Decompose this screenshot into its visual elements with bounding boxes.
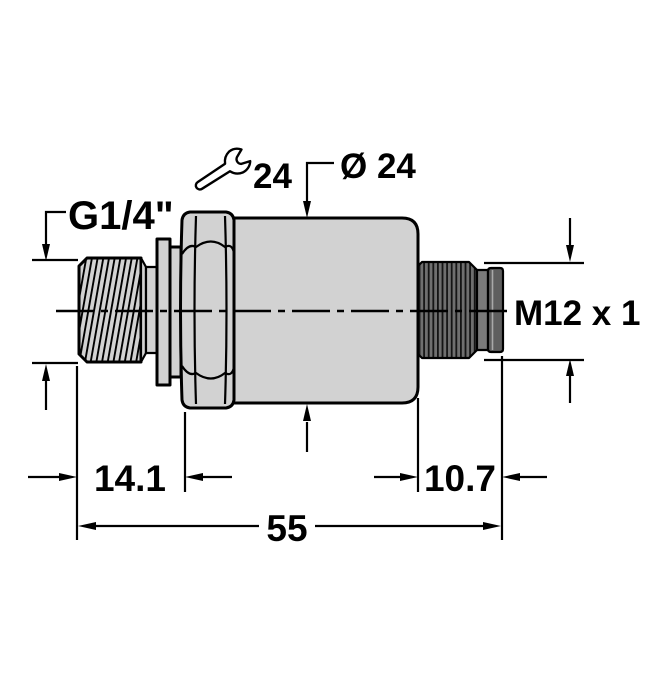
dim-body-diameter: [303, 161, 334, 452]
dim-connector-diameter: [484, 218, 584, 403]
dim-lengths: [28, 356, 547, 540]
dim-process-thread: [32, 210, 78, 410]
label-diameter: Ø 24: [340, 147, 416, 186]
dim-total-length-text: 55: [266, 508, 307, 549]
dim-thread-length-text: 14.1: [94, 458, 166, 499]
process-thread: [77, 256, 148, 364]
label-wrench-size: 24: [253, 157, 292, 196]
wrench-icon: [194, 147, 252, 191]
label-process-thread: G1/4": [68, 194, 174, 238]
label-connector-thread: M12 x 1: [514, 294, 640, 333]
dim-connector-length-text: 10.7: [424, 458, 496, 499]
